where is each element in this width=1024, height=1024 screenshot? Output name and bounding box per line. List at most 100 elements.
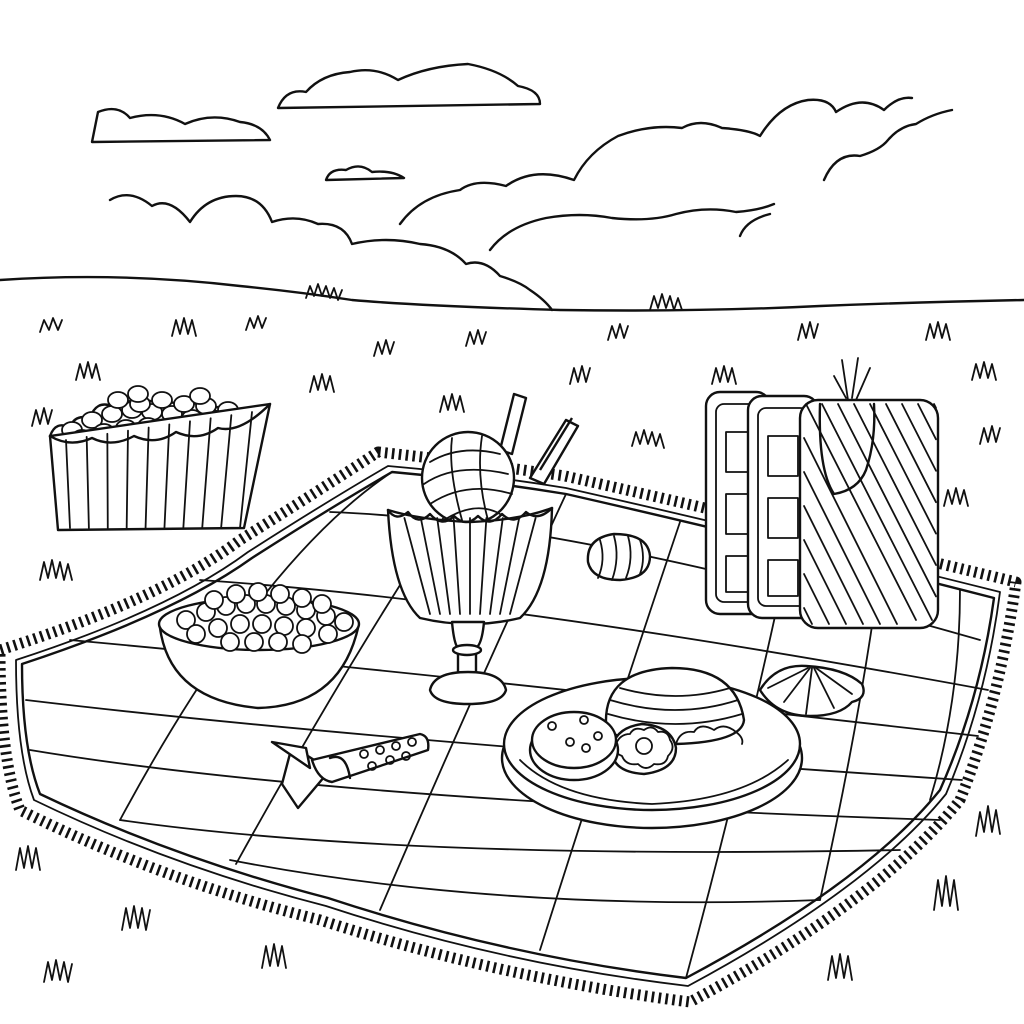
grass-tuft (75, 361, 101, 381)
bowl-candy (248, 582, 268, 602)
grass-tuft (631, 429, 665, 449)
cloud (108, 194, 554, 312)
grass-tuft (261, 943, 287, 969)
cloud (488, 202, 776, 252)
cloud (90, 107, 272, 144)
popcorn-box-stripe (182, 420, 191, 529)
wafer-stick (538, 417, 574, 471)
cloud (398, 96, 914, 226)
basket-stripe (917, 403, 937, 441)
popcorn-box-stripe (201, 417, 212, 529)
bowl-candy (318, 624, 338, 644)
blanket-check-line (929, 589, 961, 801)
donut-frill (613, 726, 674, 769)
ice-cream-swirl (423, 435, 513, 521)
basket-stripe (805, 403, 917, 621)
sundae-cup-rib (452, 517, 461, 615)
candy-egg-body (586, 532, 652, 582)
candy-egg (586, 532, 652, 582)
cookie-chip (581, 743, 591, 753)
grass-tuft (309, 373, 335, 393)
grass-tuft (979, 425, 1001, 445)
sundae-cup-rib (489, 517, 504, 615)
sundae-cup-ribs (403, 517, 537, 615)
basket-stripe (853, 403, 937, 566)
basket-stripe (901, 403, 937, 472)
popcorn-box-stripe (65, 439, 71, 529)
picnic-basket (704, 357, 940, 630)
popcorn-kernel (151, 391, 173, 409)
popcorn-box-rim (48, 402, 272, 444)
basket-stripe (803, 607, 813, 625)
glass-stem-ring (451, 643, 483, 657)
popcorn-box-stripe (125, 429, 129, 529)
popcorn-box-stripe (220, 414, 233, 529)
grass-tuft (797, 321, 819, 341)
candy-shell (758, 664, 865, 718)
basket-middle-slots (767, 435, 799, 597)
dome-cake-band (619, 687, 731, 697)
dome-cake-band (609, 699, 739, 711)
basket-straw (833, 357, 871, 401)
bowl-candy (226, 584, 246, 604)
grass-tuft (649, 293, 683, 311)
dome-cake-band (607, 713, 743, 725)
popcorn-box-body (48, 402, 272, 532)
candy-egg-stripe (639, 539, 644, 575)
grass-tuft (39, 317, 63, 333)
grass-tuft (15, 845, 41, 871)
basket-front-fold (818, 402, 876, 496)
candy-wrapper-end (270, 740, 312, 770)
donut-hole (635, 737, 653, 755)
plate-inner-ring (519, 759, 789, 805)
popcorn-kernel (81, 411, 103, 429)
bowl-candy (244, 632, 264, 652)
basket-stripe (803, 539, 847, 625)
basket-front-stripes (803, 403, 937, 625)
blanket-fringe (0, 446, 1022, 1008)
bowl-candy (176, 610, 196, 630)
grass-tuft (975, 805, 1001, 837)
sundae-cup-rim (386, 506, 554, 524)
popcorn-kernel (127, 385, 149, 403)
bowl-candy (252, 614, 272, 634)
sundae-cup-rib (509, 517, 537, 615)
blanket-check-line (199, 579, 989, 691)
bowl-candy (230, 614, 250, 634)
donut (610, 722, 678, 776)
grass-tuft (569, 365, 591, 385)
bowl-candy (296, 618, 316, 638)
popcorn-kernel (173, 395, 195, 413)
bowl-candies (176, 582, 354, 654)
candy-bar-tie (328, 755, 352, 780)
bowl-candy (204, 590, 224, 610)
cloud (324, 165, 406, 182)
grass-tuft (439, 393, 465, 413)
sundae-cup-rib (403, 517, 431, 615)
grass-tuft (925, 321, 951, 341)
popcorn-box-stripe (144, 426, 150, 529)
sundae-cup-rib (436, 517, 451, 615)
bowl-candy (186, 624, 206, 644)
bowl-candy (220, 632, 240, 652)
sundae-cup-rib (499, 517, 521, 615)
grass-tuft (607, 323, 629, 341)
dessert-plate (500, 666, 804, 830)
candy-bar-dots (359, 737, 417, 771)
popcorn-box (48, 385, 272, 532)
grass-tuft (171, 317, 197, 337)
popcorn-box-stripe (163, 423, 171, 529)
grass-tuft (933, 875, 959, 911)
cloud (822, 108, 954, 182)
basket-stripe (803, 471, 881, 625)
candy-egg-stripe (611, 535, 618, 581)
sundae-glass (386, 392, 580, 706)
basket-stripe (803, 573, 830, 625)
basket-stripe (803, 437, 898, 625)
sundae-cup-rib (419, 517, 441, 615)
grass-tuft (31, 407, 53, 427)
blanket-check-line (119, 819, 901, 853)
grass-tuft (305, 283, 343, 301)
popcorn-box-stripes (65, 411, 253, 529)
